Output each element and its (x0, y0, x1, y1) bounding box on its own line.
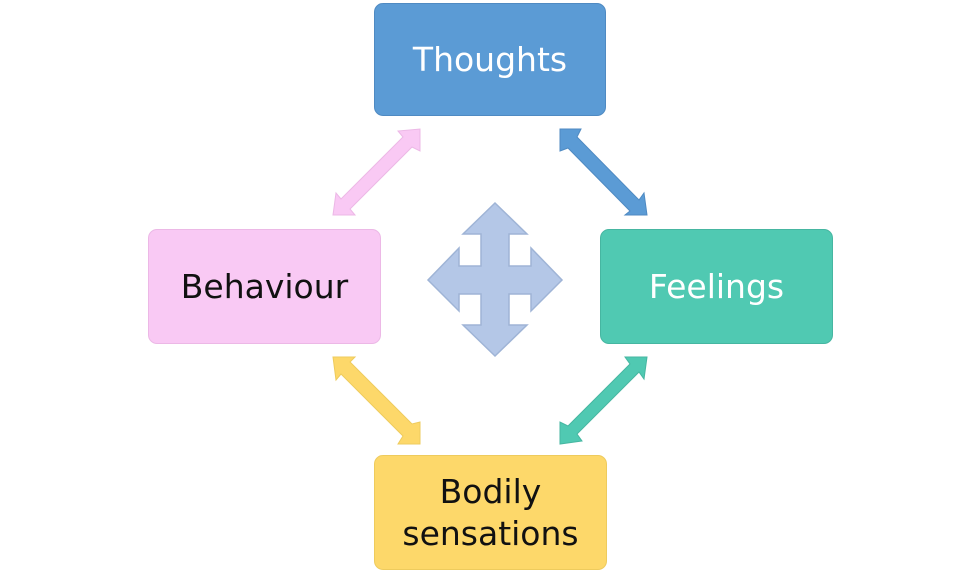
node-behaviour-label: Behaviour (180, 266, 349, 306)
node-thoughts: Thoughts (374, 3, 606, 116)
node-bodily-sensations-label-line2: sensations (402, 513, 579, 553)
arrow-feelings-bodily (559, 356, 648, 445)
node-feelings-label: Feelings (648, 266, 785, 306)
arrow-thoughts-feelings (559, 128, 648, 216)
node-thoughts-label: Thoughts (412, 39, 568, 79)
arrow-bodily-behaviour (332, 356, 421, 445)
arrow-behaviour-thoughts (332, 128, 421, 216)
node-bodily-sensations-text: Bodily sensations (402, 471, 578, 554)
node-bodily-sensations: Bodily sensations (374, 455, 607, 570)
node-feelings: Feelings (600, 229, 833, 344)
node-behaviour: Behaviour (148, 229, 381, 344)
four-way-arrow-icon (426, 201, 564, 358)
node-bodily-sensations-label-line1: Bodily (439, 472, 542, 512)
